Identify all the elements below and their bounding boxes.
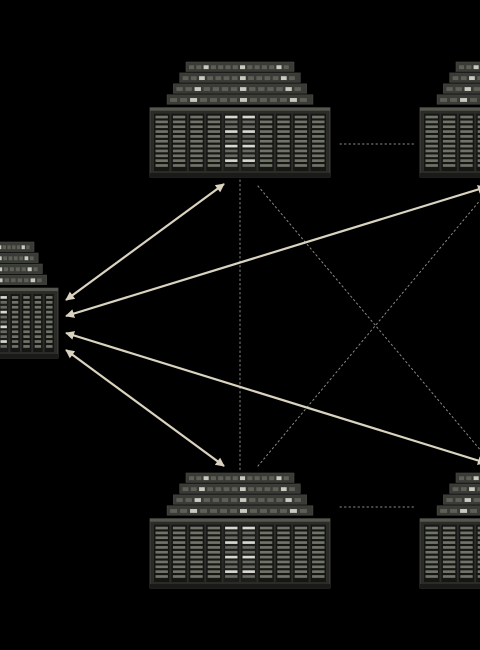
server-rack-bottom-center	[149, 472, 331, 589]
dotted-links	[239, 143, 480, 508]
server-rack-top-right	[419, 61, 480, 178]
arrow-left-to-bottom-right	[65, 331, 480, 465]
arrow-left-to-bottom-center	[65, 349, 225, 467]
server-rack-icon	[419, 472, 480, 589]
server-rack-top-center	[149, 61, 331, 178]
arrow-left-to-top-center	[65, 183, 225, 301]
server-rack-bottom-right	[419, 472, 480, 589]
server-rack-icon	[419, 61, 480, 178]
server-rack-left	[0, 241, 59, 359]
dotted-link-diagonal-down	[257, 185, 480, 451]
server-racks	[0, 61, 480, 589]
server-rack-icon	[0, 241, 59, 359]
server-rack-icon	[149, 472, 331, 589]
arrow-left-to-top-right	[65, 185, 480, 318]
server-rack-icon	[149, 61, 331, 178]
arrows	[65, 183, 480, 467]
